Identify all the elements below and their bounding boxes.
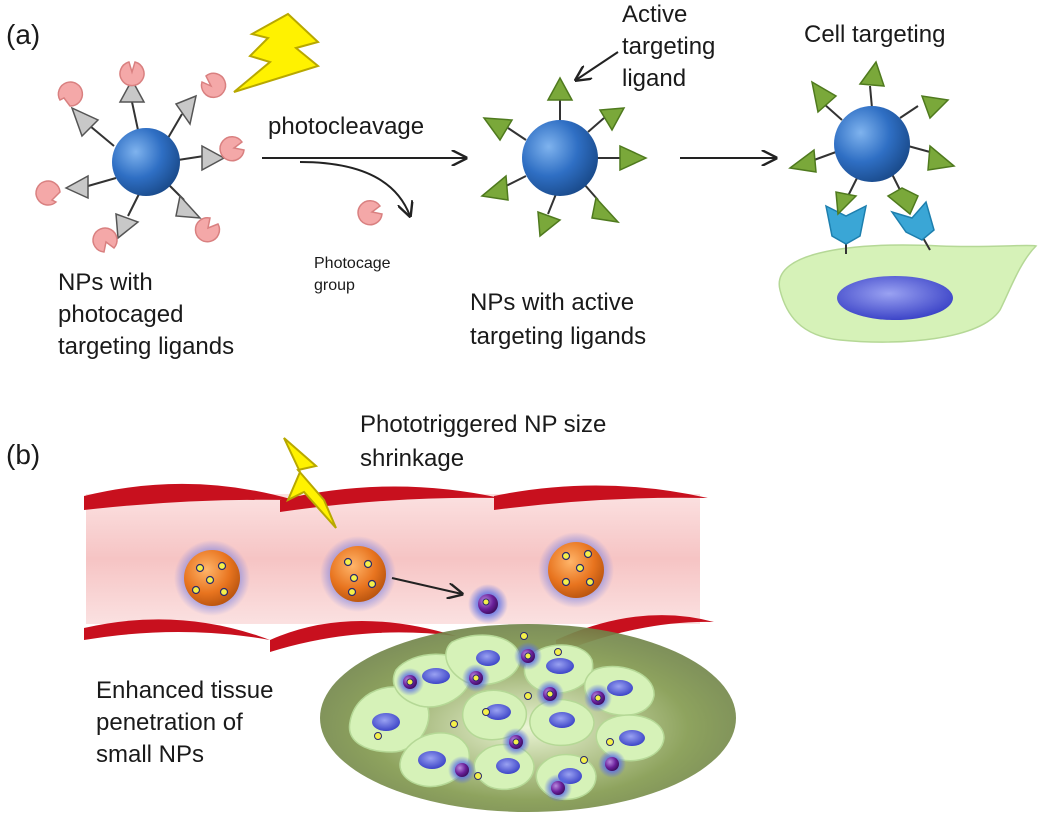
receptor-icon xyxy=(824,204,868,245)
label-penetration-1: Enhanced tissue xyxy=(96,677,273,704)
shrinkage-arrow xyxy=(391,577,462,594)
label-active-1: Active xyxy=(622,1,687,28)
label-photocleavage: photocleavage xyxy=(268,113,424,140)
label-nps-active-1: NPs with active xyxy=(470,289,634,316)
large-np xyxy=(538,532,614,608)
label-photocage-2: group xyxy=(314,277,355,294)
label-nps-photocaged-2: photocaged xyxy=(58,301,183,328)
active-ligand-pointer xyxy=(576,51,619,80)
caged-ligands xyxy=(35,61,245,253)
lightning-icon xyxy=(233,12,321,93)
label-active-2: targeting xyxy=(622,33,715,60)
large-np xyxy=(174,540,250,616)
label-shrinkage-2: shrinkage xyxy=(360,445,464,472)
vessel-wall-top xyxy=(84,483,294,510)
label-active-3: ligand xyxy=(622,65,686,92)
target-cell xyxy=(778,244,1038,343)
np-with-active-ligands xyxy=(480,76,648,238)
np-bound-to-cell xyxy=(788,60,956,216)
tissue-nuclei xyxy=(372,650,645,784)
drug-payload-dots xyxy=(374,632,614,780)
label-photocage-1: Photocage xyxy=(314,255,391,272)
label-shrinkage-1: Phototriggered NP size xyxy=(360,411,606,438)
small-np xyxy=(468,584,508,624)
label-nps-photocaged-1: NPs with xyxy=(58,269,153,296)
np-with-photocaged-ligands xyxy=(35,61,245,253)
label-nps-photocaged-3: targeting ligands xyxy=(58,333,234,360)
label-penetration-3: small NPs xyxy=(96,741,204,768)
np-core xyxy=(834,106,910,182)
large-np xyxy=(320,536,396,612)
np-core xyxy=(112,128,180,196)
lightning-icon xyxy=(283,437,337,529)
label-nps-active-2: targeting ligands xyxy=(470,323,646,350)
np-core xyxy=(522,120,598,196)
cell-receptors xyxy=(824,200,935,254)
tumor-tissue xyxy=(320,624,736,812)
vessel-wall-top xyxy=(280,486,500,512)
panel-a-label: (a) xyxy=(6,19,40,50)
label-cell-targeting: Cell targeting xyxy=(804,21,945,48)
label-penetration-2: penetration of xyxy=(96,709,243,736)
panel-b-label: (b) xyxy=(6,439,40,470)
vessel-wall-bottom xyxy=(270,620,456,652)
photocage-release-arrow xyxy=(299,161,410,216)
receptor-icon xyxy=(890,200,935,241)
photocage-group-icon xyxy=(357,199,383,226)
cell-nucleus xyxy=(837,276,953,320)
vessel-wall-top xyxy=(494,485,708,510)
vessel-wall-bottom xyxy=(84,619,270,640)
